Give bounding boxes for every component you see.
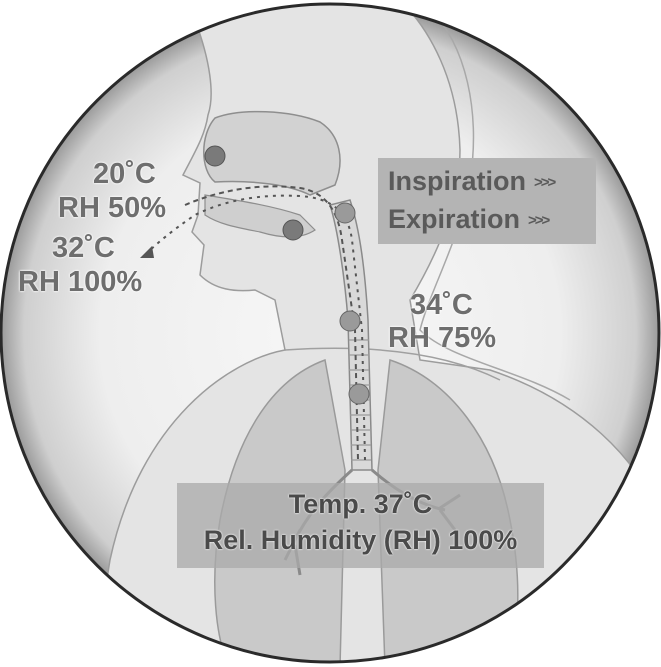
exhaled-temp-label: 32˚C [52, 232, 115, 265]
pharynx-marker [335, 203, 355, 223]
alveoli-conditions-box: Temp. 37˚C Rel. Humidity (RH) 100% [177, 483, 544, 568]
ambient-rh-label: RH 50% [58, 192, 166, 225]
legend-expiration-label: Expiration [388, 204, 520, 234]
palate-marker [283, 220, 303, 240]
inspiration-arrow-icon: >>> [534, 174, 554, 191]
trachea-rh-label: RH 75% [388, 322, 496, 355]
trachea-temp-label: 34˚C [410, 289, 473, 322]
expiration-arrow-icon: >>> [528, 212, 548, 229]
exhaled-rh-label: RH 100% [18, 266, 142, 299]
alveoli-temp-label: Temp. 37˚C [177, 489, 544, 520]
legend-inspiration: Inspiration >>> [388, 166, 554, 197]
alveoli-humidity-label: Rel. Humidity (RH) 100% [177, 525, 544, 556]
larynx-marker [340, 311, 360, 331]
legend-inspiration-label: Inspiration [388, 166, 526, 196]
trachea-marker [349, 384, 369, 404]
ambient-temp-label: 20˚C [93, 158, 156, 191]
sinus-marker [205, 146, 225, 166]
legend-expiration: Expiration >>> [388, 204, 548, 235]
legend: Inspiration>>> Expiration>>> [378, 158, 596, 244]
